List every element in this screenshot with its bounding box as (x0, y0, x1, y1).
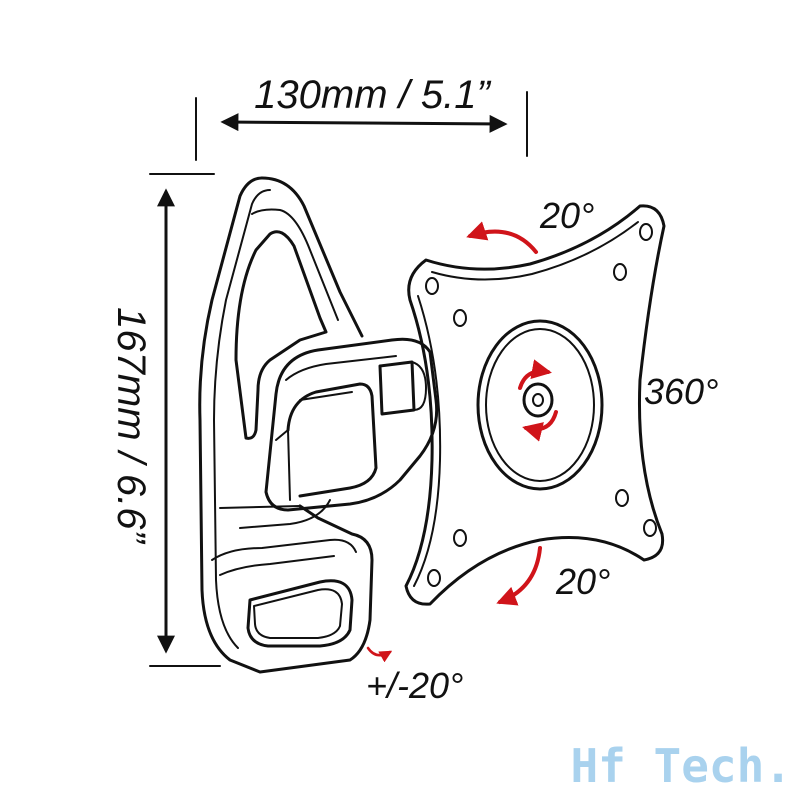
swivel-arrow-icon (366, 646, 393, 663)
vesa-plate (404, 204, 666, 606)
tilt-down-indicator: 20° (496, 546, 610, 606)
mounting-holes (425, 223, 657, 587)
tilt-down-label: 20° (555, 561, 610, 602)
center-bolt (522, 382, 554, 418)
swivel-arm (219, 337, 439, 529)
swivel-label: +/-20° (366, 665, 463, 706)
tilt-up-indicator: 20° (466, 195, 594, 254)
height-dimension: 167mm / 6.6” (109, 173, 221, 667)
tilt-up-arrow-icon (466, 221, 538, 254)
width-label: 130mm / 5.1” (254, 73, 491, 117)
swivel-indicator: +/-20° (366, 646, 463, 706)
wall-plate (198, 176, 374, 674)
center-disc (476, 319, 604, 491)
width-dimension: 130mm / 5.1” (195, 73, 528, 161)
rotation-label: 360° (644, 371, 718, 412)
tilt-down-arrow-icon (496, 546, 542, 606)
width-arrow (220, 113, 508, 133)
tilt-up-label: 20° (539, 195, 594, 236)
rotation-arrow-icon (518, 359, 558, 442)
rotation-indicator: 360° (644, 371, 718, 412)
height-label: 167mm / 6.6” (109, 307, 153, 544)
watermark-logo: Hf Tech. (570, 739, 792, 793)
